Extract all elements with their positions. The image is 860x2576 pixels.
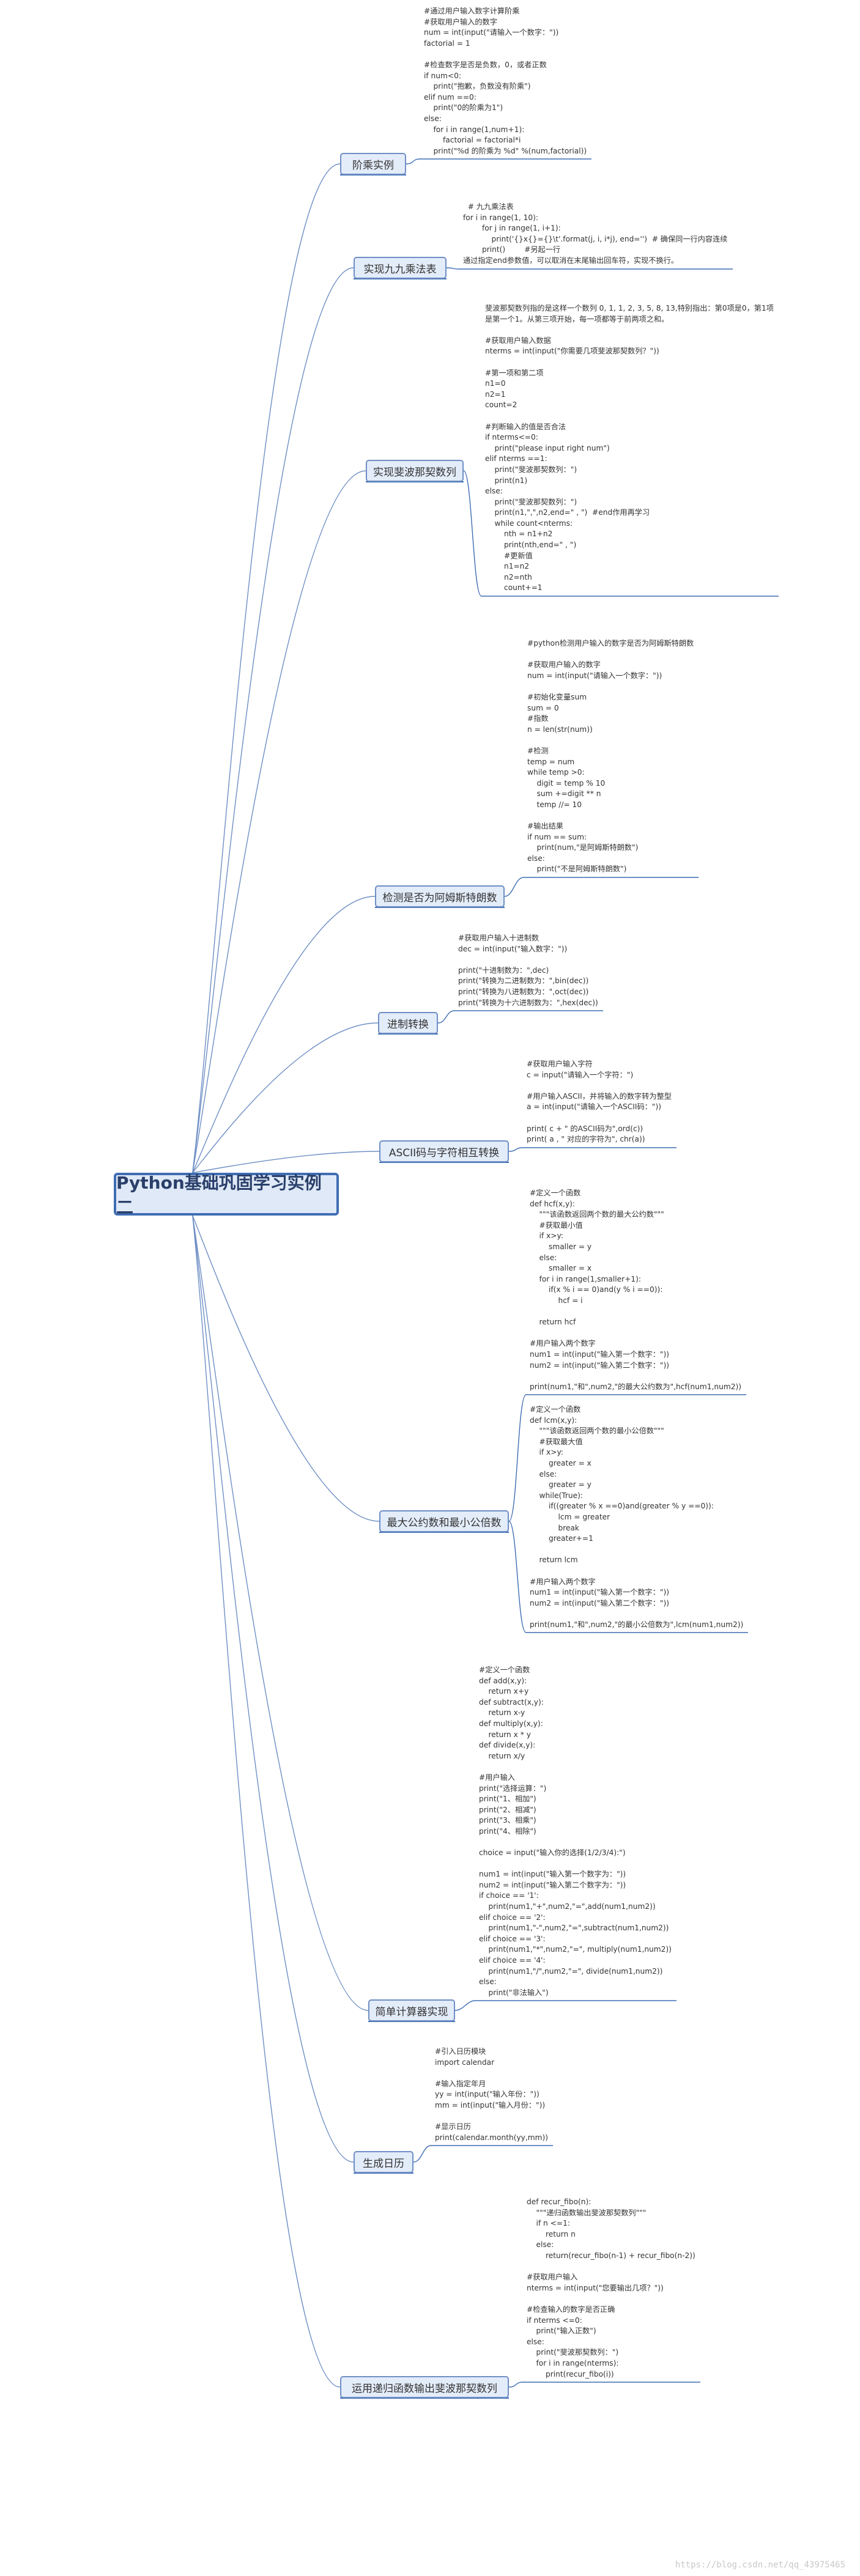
code-multiplication-table: # 九九乘法表 for i in range(1, 10): for j in … [463, 202, 728, 265]
topic-ascii-conversion[interactable]: ASCII码与字符相互转换 [379, 1140, 509, 1162]
code-recursive-fibonacci: def recur_fibo(n): """递归函数输出斐波那契数列""" if… [527, 2198, 695, 2379]
code-calendar: #引入日历模块 import calendar #输入指定年月 yy = int… [435, 2047, 549, 2142]
central-topic[interactable]: Python基础巩固学习实例二 [114, 1173, 339, 1217]
code-connector [437, 1010, 455, 1024]
branch-connector [192, 470, 366, 1173]
code-base-conversion: #获取用户输入十进制数 dec = int(input("输入数字：")) pr… [458, 934, 598, 1007]
watermark: https://blog.csdn.net/qq_43975465 [675, 2560, 845, 2570]
topic-multiplication-table[interactable]: 实现九九乘法表 [354, 257, 447, 279]
code-connector [508, 1147, 524, 1152]
branch-connector [192, 267, 354, 1173]
branch-connector [192, 1215, 380, 1522]
code-gcd: #定义一个函数 def hcf(x,y): """该函数返回两个数的最大公约数"… [530, 1189, 741, 1391]
code-connector [446, 267, 460, 270]
code-connector [413, 2145, 432, 2163]
branch-connector [192, 1215, 341, 2388]
topic-base-conversion[interactable]: 进制转换 [378, 1012, 438, 1034]
code-connector [508, 1394, 527, 1522]
code-connector [508, 2382, 524, 2388]
code-calculator: #定义一个函数 def add(x,y): return x+y def sub… [479, 1666, 672, 1997]
topic-calendar[interactable]: 生成日历 [354, 2151, 413, 2173]
code-connector [406, 158, 421, 164]
topic-armstrong[interactable]: 检测是否为阿姆斯特朗数 [375, 885, 505, 907]
code-lcm: #定义一个函数 def lcm(x,y): """该函数返回两个数的最小公倍数"… [530, 1405, 744, 1629]
code-armstrong: #python检测用户输入的数字是否为阿姆斯特朗数 #获取用户输入的数字 num… [527, 639, 694, 874]
branch-connector [192, 1215, 369, 2011]
topic-fibonacci[interactable]: 实现斐波那契数列 [366, 460, 464, 482]
code-connector [508, 1521, 527, 1633]
branch-connector [192, 1022, 379, 1173]
topic-recursive-fibonacci[interactable]: 运用递归函数输出斐波那契数列 [340, 2376, 509, 2398]
topic-factorial[interactable]: 阶乘实例 [340, 153, 406, 175]
topic-gcd-lcm[interactable]: 最大公约数和最小公倍数 [379, 1510, 509, 1532]
branch-connector [192, 1215, 354, 2163]
code-connector [463, 470, 482, 597]
branch-connector [192, 896, 376, 1173]
branch-connector [192, 1151, 380, 1173]
code-fibonacci: 斐波那契数列指的是这样一个数列 0, 1, 1, 2, 3, 5, 8, 13,… [485, 304, 774, 592]
topic-calculator[interactable]: 简单计算器实现 [368, 1999, 455, 2021]
code-connector [454, 2000, 476, 2011]
code-factorial: #通过用户输入数字计算阶乘 #获取用户输入的数字 num = int(input… [424, 7, 587, 155]
branch-connector [192, 163, 341, 1173]
code-ascii-conversion: #获取用户输入字符 c = input("请输入一个字符：") #用户输入ASC… [527, 1060, 672, 1144]
code-connector [504, 877, 524, 897]
